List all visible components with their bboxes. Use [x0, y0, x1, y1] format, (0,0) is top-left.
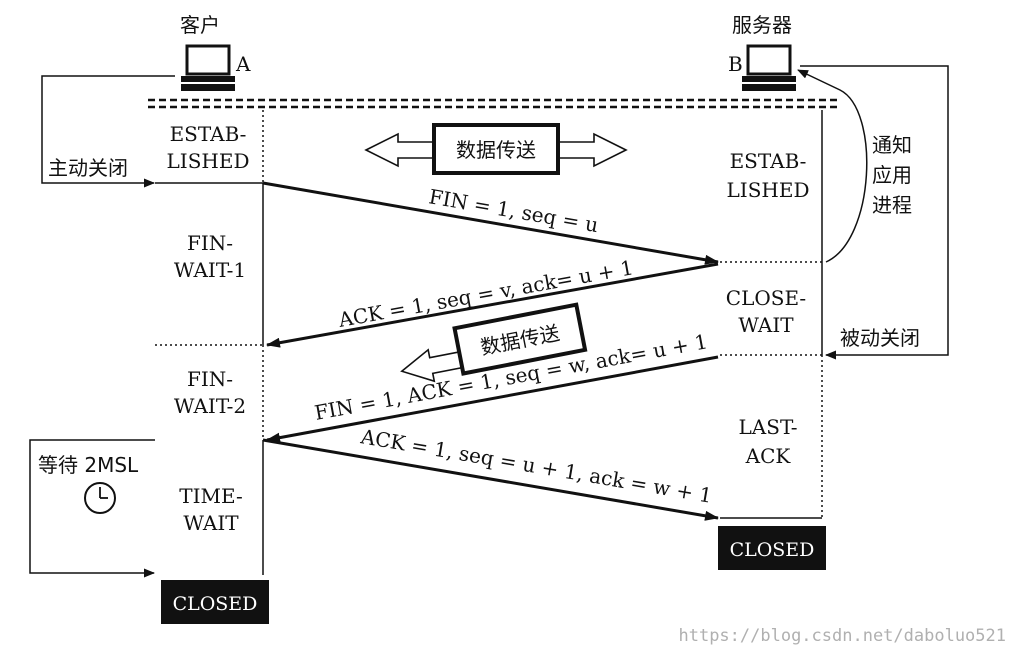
fin1-label: FIN = 1, seq = u	[427, 184, 600, 237]
server-host-letter: B	[728, 52, 743, 76]
client-label: 客户	[180, 13, 220, 37]
server-state-established-2: LISHED	[727, 178, 810, 202]
fin1-arrow	[262, 181, 719, 265]
computer-icon-server	[742, 44, 796, 91]
wait-2msl-box	[29, 439, 155, 578]
client-state-fin-wait-2-b: WAIT-2	[174, 394, 246, 418]
data-transfer-top-label: 数据传送	[456, 138, 536, 162]
active-close-arrow	[41, 75, 175, 188]
server-timeline	[720, 110, 823, 519]
server-state-last-ack-a: LAST-	[739, 415, 798, 439]
client-state-fin-wait-1-a: FIN-	[187, 231, 233, 255]
server-state-last-ack-b: ACK	[745, 444, 792, 468]
client-state-time-wait-a: TIME-	[179, 484, 242, 508]
server-label: 服务器	[732, 13, 792, 37]
client-state-fin-wait-2-a: FIN-	[187, 367, 233, 391]
notify-app-line-2: 应用	[872, 163, 912, 187]
passive-close-arrow	[800, 65, 949, 360]
client-closed-label: CLOSED	[173, 593, 258, 615]
clock-icon	[84, 482, 116, 514]
server-state-close-wait-b: WAIT	[738, 313, 794, 337]
watermark: https://blog.csdn.net/daboluo521	[678, 626, 1006, 646]
notify-app-line-3: 进程	[872, 193, 912, 217]
client-host-letter: A	[235, 52, 251, 76]
server-state-established-1: ESTAB-	[730, 149, 807, 173]
passive-close-label: 被动关闭	[840, 326, 920, 350]
server-closed-label: CLOSED	[730, 539, 815, 561]
server-closed-box	[718, 526, 826, 570]
ack1-arrow	[266, 262, 719, 348]
client-state-time-wait-b: WAIT	[183, 511, 239, 535]
active-close-label: 主动关闭	[48, 156, 128, 180]
fin2-arrow	[266, 355, 719, 443]
notify-app-arrow	[797, 69, 868, 263]
client-state-fin-wait-1-b: WAIT-1	[174, 258, 246, 282]
data-transfer-mid-arrow: 数据传送	[400, 302, 588, 383]
notify-app-line-1: 通知	[872, 133, 912, 157]
server-state-close-wait-a: CLOSE-	[726, 286, 806, 310]
computer-icon-client	[181, 44, 235, 91]
client-closed-box	[161, 580, 269, 624]
client-timeline	[155, 110, 264, 575]
client-state-established-2: LISHED	[167, 149, 250, 173]
data-transfer-top-arrow	[364, 123, 628, 175]
ack2-arrow	[262, 438, 719, 521]
wait-2msl-label: 等待 2MSL	[38, 453, 139, 477]
client-state-established-1: ESTAB-	[170, 122, 247, 146]
